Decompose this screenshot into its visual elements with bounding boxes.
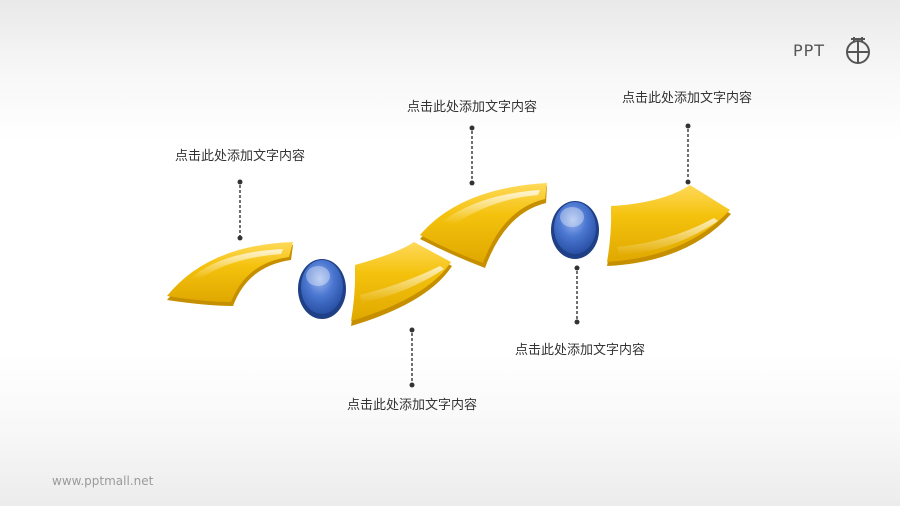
connector-5 bbox=[685, 123, 691, 185]
label-3: 点击此处添加文字内容 bbox=[406, 100, 537, 115]
connector-3 bbox=[469, 125, 475, 186]
label-4: 点击此处添加文字内容 bbox=[514, 343, 645, 358]
label-5: 点击此处添加文字内容 bbox=[621, 91, 752, 106]
footer-url: www.pptmall.net bbox=[52, 474, 154, 488]
logo-text: PPT bbox=[793, 41, 826, 60]
circle-node-2 bbox=[551, 201, 599, 259]
circle-node-1 bbox=[298, 259, 346, 319]
label-1: 点击此处添加文字内容 bbox=[174, 149, 305, 164]
arc-segment-3 bbox=[420, 183, 547, 268]
label-2: 点击此处添加文字内容 bbox=[346, 398, 477, 413]
ppt-mall-emblem-icon bbox=[846, 37, 870, 64]
arc-segment-4 bbox=[607, 185, 731, 266]
connector-2 bbox=[409, 327, 415, 388]
connector-4 bbox=[574, 265, 580, 325]
connector-1 bbox=[237, 179, 243, 241]
arc-segment-2 bbox=[351, 242, 452, 326]
arc-segment-1 bbox=[167, 242, 293, 306]
logo: PPT bbox=[793, 36, 873, 66]
